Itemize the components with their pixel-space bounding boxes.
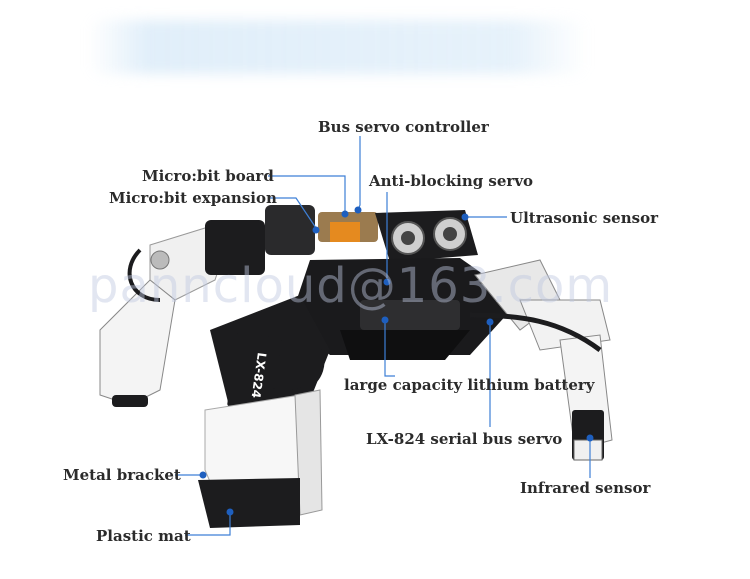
central-body bbox=[290, 258, 520, 360]
ultrasonic-board bbox=[375, 210, 478, 262]
servo-marking: LX-824 bbox=[249, 352, 269, 399]
label-bus-servo-controller: Bus servo controller bbox=[318, 118, 489, 136]
label-metal-bracket: Metal bracket bbox=[63, 466, 181, 484]
left-rear-leg bbox=[99, 227, 226, 407]
upper-servos bbox=[205, 205, 378, 275]
label-lithium-battery: large capacity lithium battery bbox=[344, 376, 595, 394]
label-ultrasonic-sensor: Ultrasonic sensor bbox=[510, 209, 658, 227]
label-anti-blocking-servo: Anti-blocking servo bbox=[369, 172, 534, 190]
label-microbit-board: Micro:bit board bbox=[142, 167, 274, 185]
label-lx824-servo: LX-824 serial bus servo bbox=[366, 430, 563, 448]
leader-dots bbox=[199, 206, 594, 516]
right-legs bbox=[469, 259, 613, 461]
front-left-leg: LX-824 bbox=[198, 295, 330, 528]
watermark: panncloud@163.com bbox=[88, 258, 614, 314]
label-infrared-sensor: Infrared sensor bbox=[520, 479, 651, 497]
label-plastic-mat: Plastic mat bbox=[96, 527, 191, 545]
blurred-banner bbox=[88, 20, 588, 74]
label-microbit-expansion: Micro:bit expansion bbox=[109, 189, 277, 207]
